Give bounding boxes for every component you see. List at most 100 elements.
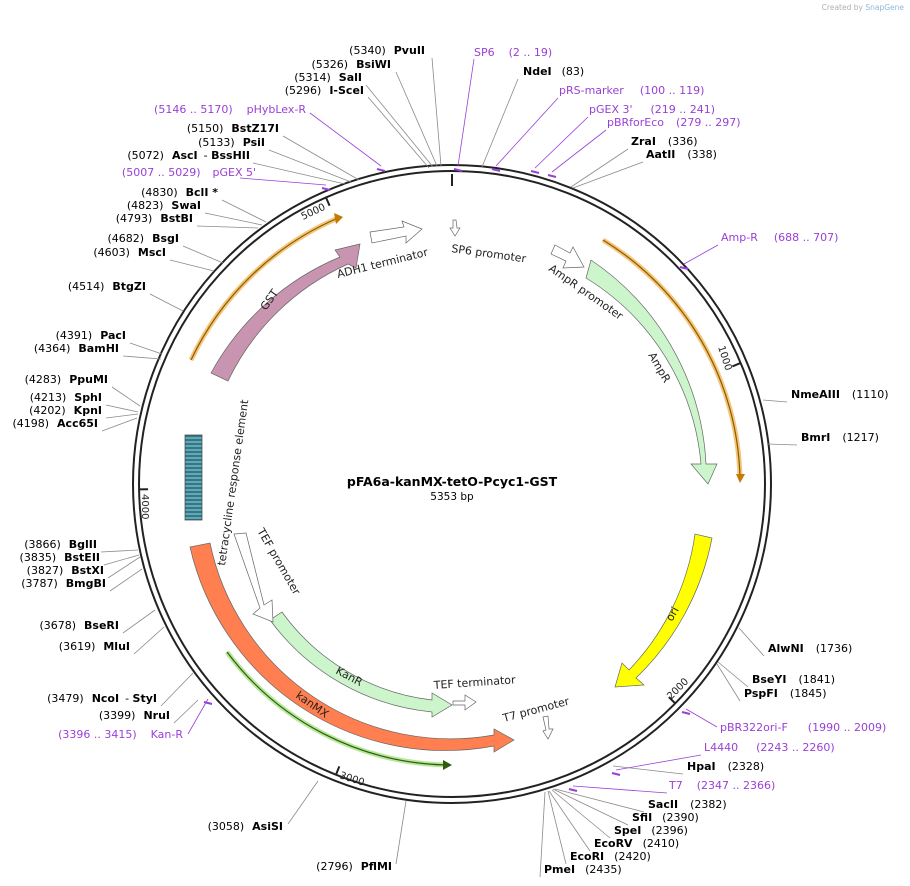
tick-label-4000: 4000: [139, 494, 150, 519]
enzyme-nrui: (3399)NruI: [99, 709, 170, 722]
primer-pgex3: pGEX 3'(219 .. 241): [589, 103, 715, 116]
primer-track-pgex5-head: [334, 213, 343, 224]
enzyme-asisi: (3058)AsiSI: [208, 820, 283, 833]
primer-phyblex-r: (5146 .. 5170)pHybLex-R: [154, 103, 306, 116]
enzyme-leader: [149, 293, 184, 312]
enzyme-bamhi: (4364)BamHI: [34, 342, 119, 355]
enzyme-aatii: AatII(338): [646, 148, 717, 161]
enzyme-leader: [105, 404, 139, 413]
primer-leader: [309, 112, 382, 167]
enzyme-i-scei: (5296)I-SceI: [285, 84, 364, 97]
feature-label-sp6-promoter: SP6 promoter: [451, 242, 528, 265]
enzyme-bsteii: (3835)BstEII: [20, 551, 100, 564]
enzyme-sali: (5314)SalI: [294, 71, 362, 84]
tick-marks: [139, 197, 742, 776]
enzyme-alwni: AlwNI(1736): [768, 642, 852, 655]
enzyme-leader: [196, 225, 259, 229]
enzyme-ppumi: (4283)PpuMI: [25, 373, 108, 386]
plasmid-length: 5353 bp: [430, 491, 474, 503]
watermark: Created by SnapGene: [822, 3, 904, 12]
feature-label-tef-terminator: TEF terminator: [432, 673, 516, 692]
enzyme-nmeaiii: NmeAIII(1110): [791, 388, 889, 401]
enzyme-bmri: BmrI(1217): [801, 431, 879, 444]
primer-site-mark: [321, 187, 331, 191]
feature-adh1-terminator: [369, 220, 423, 244]
primer-highlights: [188, 213, 745, 770]
enzyme-leader: [100, 549, 139, 553]
enzyme-leader: [767, 443, 798, 446]
enzyme-bsgi: (4682)BsgI: [108, 232, 179, 245]
tick-mark: [325, 197, 331, 207]
enzyme-leader: [539, 791, 546, 878]
feature-ampr: [585, 259, 718, 485]
enzyme-msci: (4603)MscI: [93, 246, 166, 259]
tick-mark: [335, 765, 341, 776]
primer-kan-r: (3396 .. 3415)Kan-R: [58, 728, 183, 741]
enzyme-leader: [111, 386, 141, 407]
features: [184, 219, 718, 753]
backbone-inner: [138, 170, 766, 798]
enzyme-leader: [570, 148, 629, 188]
feature-kanr: [269, 611, 453, 718]
enzyme-leader: [552, 788, 629, 826]
enzyme-leader: [122, 355, 162, 360]
enzyme-asci-bsshii: (5072)AscI- BssHII: [127, 149, 250, 162]
enzyme-leader: [133, 626, 165, 655]
primer-site-mark: [453, 168, 463, 172]
feature-ori: [614, 533, 713, 688]
enzyme-leader: [547, 790, 567, 865]
enzyme-zrai: ZraI(336): [631, 135, 698, 148]
primer-pgex5: (5007 .. 5029)pGEX 5': [122, 166, 256, 179]
primer-leader: [187, 698, 209, 735]
primer-pbrforeco: pBRforEco(279 .. 297): [607, 116, 741, 129]
primer-pbr322ori-f: pBR322ori-F(1990 .. 2009): [720, 721, 886, 734]
enzyme-leader: [268, 149, 352, 183]
enzyme-pvuii: (5340)PvuII: [349, 44, 425, 57]
primer-amp-r: Amp-R(688 .. 707): [721, 231, 838, 244]
enzyme-leader: [554, 788, 645, 813]
feature-kanmx: [189, 542, 515, 753]
enzyme-leader: [122, 609, 156, 634]
enzyme-bmgbi: (3787)BmgBI: [21, 577, 106, 590]
primer-leader: [239, 177, 327, 186]
primer-prs-marker: pRS-marker(100 .. 119): [559, 84, 704, 97]
primer-leader: [495, 97, 559, 167]
enzyme-leader: [204, 212, 263, 226]
enzyme-leader: [109, 568, 143, 592]
enzyme-leader: [738, 627, 765, 657]
enzyme-leader: [551, 789, 611, 839]
feature-t7-promoter: [542, 715, 554, 740]
enzyme-bstxi: (3827)BstXI: [27, 564, 104, 577]
enzyme-psii: (5133)PsiI: [198, 136, 265, 149]
primer-leader: [683, 244, 719, 265]
enzyme-mlui: (3619)MluI: [59, 640, 130, 653]
primer-labels: SP6(2 .. 19) pRS-marker(100 .. 119) pGEX…: [58, 46, 886, 792]
primer-t7: T7(2347 .. 2366): [668, 779, 775, 792]
enzyme-labels-right: NdeI(83) ZraI(336) AatII(338) NmeAIII(11…: [523, 65, 889, 876]
enzyme-bseyi: BseYI(1841): [752, 673, 835, 686]
tick-mark: [731, 362, 742, 368]
enzyme-leader: [572, 161, 644, 189]
enzyme-leader: [252, 162, 346, 185]
feature-label-tef-promoter: TEF promoter: [254, 525, 303, 597]
enzyme-leader: [173, 699, 199, 724]
enzyme-bstz17i: (5150)BstZ17I: [187, 122, 279, 135]
primer-track-kan-r-core: [226, 651, 447, 766]
enzyme-leader: [548, 790, 591, 852]
enzyme-acc65i: (4198)Acc65I: [12, 417, 98, 430]
feature-sp6-promoter: [449, 219, 461, 237]
feature-tef-promoter: [233, 532, 274, 623]
enzyme-leader: [160, 672, 194, 707]
primer-track-kan-r-head: [443, 760, 452, 770]
enzyme-leader: [762, 399, 788, 403]
primer-sp6: SP6(2 .. 19): [474, 46, 552, 59]
primer-track-pgex5: [188, 215, 339, 362]
enzyme-leader: [716, 663, 741, 702]
feature-label-ori: ori: [663, 605, 681, 624]
enzyme-leader: [717, 661, 749, 688]
feature-label-t7-promoter: T7 promoter: [500, 695, 571, 726]
primer-leader: [685, 708, 718, 728]
enzyme-leader: [107, 556, 141, 579]
feature-tre: [184, 434, 203, 521]
